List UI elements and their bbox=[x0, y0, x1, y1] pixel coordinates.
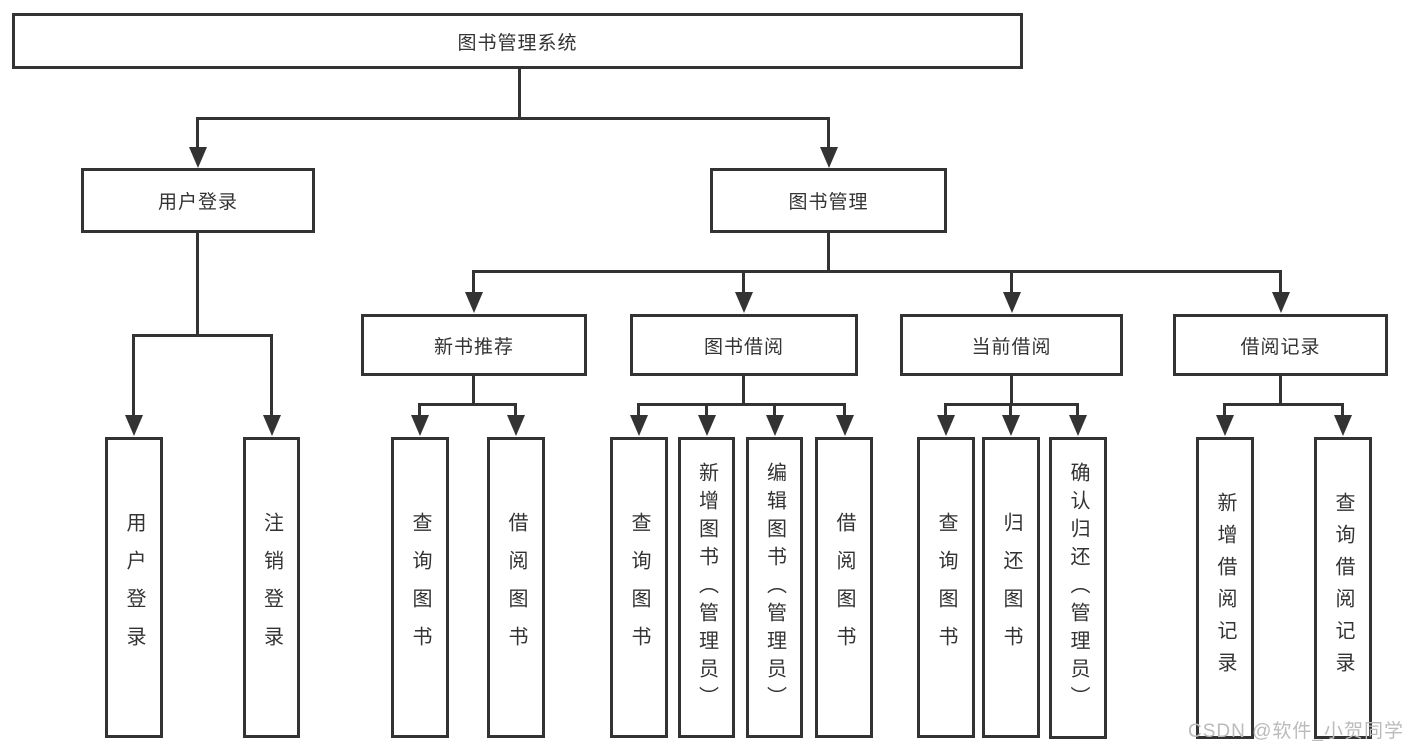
node-book-borrow: 图书借阅 bbox=[630, 314, 858, 376]
connector-drop bbox=[1076, 403, 1079, 416]
connector-book-borrow-stem bbox=[742, 376, 745, 406]
csdn-watermark: CSDN @软件_小贺同学 bbox=[1188, 721, 1404, 742]
connector-drop bbox=[773, 403, 776, 416]
connector-level1-bar bbox=[196, 117, 830, 120]
leaf-query-borrow-record: 查询借阅记录 bbox=[1314, 437, 1372, 739]
connector-drop bbox=[637, 403, 640, 416]
arrowhead bbox=[937, 415, 955, 436]
connector-drop bbox=[1009, 403, 1012, 416]
arrowhead-user-login bbox=[189, 147, 207, 168]
connector-drop-user-login bbox=[196, 117, 199, 148]
leaf-query-books-recommend: 查询图书 bbox=[391, 437, 449, 738]
node-user-login-label: 用户登录 bbox=[157, 192, 238, 213]
connector-borrow-records-bar bbox=[1223, 403, 1344, 406]
arrowhead bbox=[1002, 415, 1020, 436]
connector-root-stem bbox=[518, 69, 521, 118]
connector-borrow-records-stem bbox=[1279, 376, 1282, 406]
node-borrow-records-label: 借阅记录 bbox=[1240, 336, 1321, 358]
leaf-confirm-return-admin: 确认归还（管理员） bbox=[1049, 437, 1107, 739]
connector-drop bbox=[1223, 403, 1226, 416]
node-root: 图书管理系统 bbox=[12, 13, 1023, 69]
connector-drop-book-borrow bbox=[742, 270, 745, 293]
connector-book-management-stem bbox=[827, 233, 830, 273]
leaf-borrow-books-recommend: 借阅图书 bbox=[487, 437, 545, 738]
leaf-query-books-current: 查询图书 bbox=[917, 437, 975, 738]
arrowhead bbox=[698, 415, 716, 436]
connector-drop bbox=[418, 403, 421, 416]
arrowhead bbox=[411, 415, 429, 436]
connector-drop-current-borrow bbox=[1010, 270, 1013, 293]
node-book-management-label: 图书管理 bbox=[788, 192, 869, 213]
arrowhead-new-book bbox=[465, 292, 483, 313]
arrowhead bbox=[1069, 415, 1087, 436]
connector-new-book-stem bbox=[472, 376, 475, 406]
node-root-label: 图书管理系统 bbox=[457, 32, 578, 54]
arrowhead-current-borrow bbox=[1003, 292, 1021, 313]
node-borrow-records: 借阅记录 bbox=[1173, 314, 1388, 376]
node-user-login: 用户登录 bbox=[81, 168, 315, 233]
arrowhead-book-borrow bbox=[735, 292, 753, 313]
arrowhead-book-management bbox=[820, 147, 838, 168]
connector-drop-leaf-login bbox=[132, 334, 135, 416]
leaf-query-books-borrow: 查询图书 bbox=[610, 437, 668, 738]
connector-current-borrow-stem bbox=[1010, 376, 1013, 406]
leaf-user-login: 用户登录 bbox=[105, 437, 163, 738]
connector-user-login-stem bbox=[196, 233, 199, 337]
node-new-book-recommend-label: 新书推荐 bbox=[433, 336, 514, 358]
arrowhead bbox=[1334, 415, 1352, 436]
arrowhead-leaf-logout bbox=[263, 415, 281, 436]
connector-drop bbox=[705, 403, 708, 416]
arrowhead-borrow-records bbox=[1272, 292, 1290, 313]
connector-level2-bar bbox=[472, 270, 1281, 273]
arrowhead bbox=[766, 415, 784, 436]
connector-drop-new-book bbox=[472, 270, 475, 293]
arrowhead bbox=[836, 415, 854, 436]
connector-drop-book-management bbox=[827, 117, 830, 148]
connector-drop bbox=[843, 403, 846, 416]
leaf-logout-login: 注销登录 bbox=[243, 437, 300, 738]
leaf-borrow-books-borrow: 借阅图书 bbox=[815, 437, 873, 738]
leaf-edit-books-admin: 编辑图书（管理员） bbox=[746, 437, 803, 738]
leaf-return-books: 归还图书 bbox=[982, 437, 1040, 738]
node-book-management: 图书管理 bbox=[710, 168, 947, 233]
arrowhead-leaf-login bbox=[125, 415, 143, 436]
connector-drop-borrow-records bbox=[1279, 270, 1282, 293]
connector-new-book-bar bbox=[418, 403, 517, 406]
connector-drop bbox=[514, 403, 517, 416]
connector-drop bbox=[944, 403, 947, 416]
leaf-add-borrow-record: 新增借阅记录 bbox=[1196, 437, 1254, 739]
node-book-borrow-label: 图书借阅 bbox=[703, 336, 784, 358]
node-new-book-recommend: 新书推荐 bbox=[361, 314, 587, 376]
arrowhead bbox=[507, 415, 525, 436]
connector-user-login-bar bbox=[132, 334, 273, 337]
connector-drop-leaf-logout bbox=[270, 334, 273, 416]
leaf-add-books-admin: 新增图书（管理员） bbox=[678, 437, 735, 738]
connector-book-borrow-bar bbox=[637, 403, 846, 406]
connector-drop bbox=[1341, 403, 1344, 416]
arrowhead bbox=[1216, 415, 1234, 436]
arrowhead bbox=[630, 415, 648, 436]
node-current-borrow-label: 当前借阅 bbox=[971, 336, 1052, 358]
node-current-borrow: 当前借阅 bbox=[900, 314, 1123, 376]
